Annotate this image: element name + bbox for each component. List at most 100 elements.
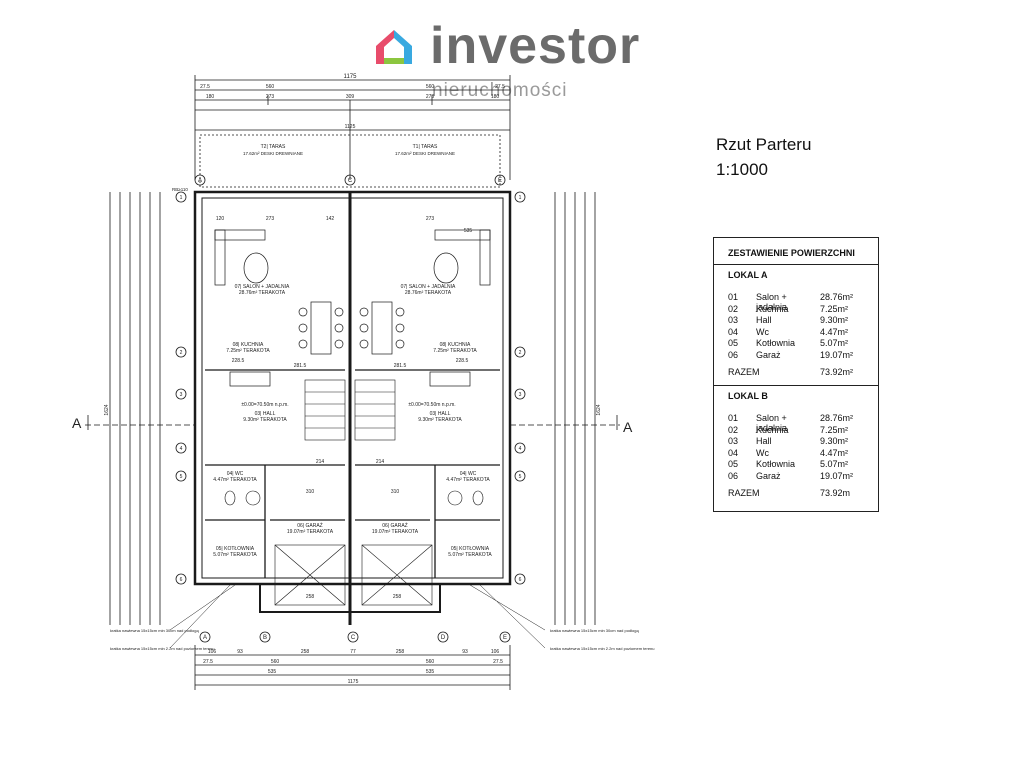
axes-top: A C E bbox=[194, 174, 506, 186]
svg-text:C: C bbox=[351, 635, 356, 641]
rooms-lokal-a: 07| SALON + JADALNIA 28.76m² TERAKOTA 08… bbox=[213, 284, 333, 558]
svg-text:03| HALL: 03| HALL bbox=[255, 411, 276, 417]
house-icon bbox=[376, 30, 412, 64]
logo-name: investor bbox=[430, 17, 641, 75]
svg-text:3: 3 bbox=[180, 392, 183, 398]
svg-text:5.07m² TERAKOTA: 5.07m² TERAKOTA bbox=[213, 552, 257, 558]
dim-top-e: 180 bbox=[206, 94, 215, 100]
section-markers: A A bbox=[72, 415, 633, 435]
terraces: T2| TARAS 17.62m² DESKI DREWNIANE T1| TA… bbox=[199, 134, 501, 188]
svg-text:04| WC: 04| WC bbox=[460, 471, 477, 477]
svg-text:1: 1 bbox=[180, 195, 183, 201]
svg-text:A: A bbox=[198, 178, 202, 184]
svg-text:535: 535 bbox=[426, 669, 435, 675]
axes-side: 1 2 3 4 5 6 1 2 3 4 5 6 bbox=[175, 191, 526, 585]
svg-text:6: 6 bbox=[180, 577, 183, 583]
svg-text:310: 310 bbox=[391, 489, 400, 495]
dim-top-b: 560 bbox=[266, 84, 275, 90]
svg-text:4: 4 bbox=[519, 446, 522, 452]
svg-text:06| GARAŻ: 06| GARAŻ bbox=[297, 522, 322, 529]
terrace-a-name: T2| TARAS bbox=[261, 144, 286, 150]
svg-text:kratka nawiewna 15x15cm min 2.: kratka nawiewna 15x15cm min 2.2m nad poz… bbox=[110, 646, 215, 651]
leader-lines bbox=[169, 584, 546, 649]
lokal-b-title: LOKAL B bbox=[728, 391, 768, 401]
svg-text:7.25m² TERAKOTA: 7.25m² TERAKOTA bbox=[226, 348, 270, 354]
dim-left-total: 1624 bbox=[104, 404, 110, 415]
svg-text:93: 93 bbox=[237, 649, 243, 655]
svg-text:06| GARAŻ: 06| GARAŻ bbox=[382, 522, 407, 529]
investor-logo: investor nieruchomości bbox=[372, 17, 662, 112]
terrace-a-detail: 17.62m² DESKI DREWNIANE bbox=[243, 151, 303, 156]
svg-text:281.5: 281.5 bbox=[294, 363, 307, 369]
svg-text:258: 258 bbox=[393, 594, 402, 600]
svg-text:3: 3 bbox=[519, 392, 522, 398]
dim-top-i: 180 bbox=[491, 94, 500, 100]
svg-text:258: 258 bbox=[301, 649, 310, 655]
floor-plan: 1175 27.5 560 560 27.5 180 273 309 273 1… bbox=[72, 74, 655, 690]
dim-top-h: 273 bbox=[426, 94, 435, 100]
svg-text:19.07m² TERAKOTA: 19.07m² TERAKOTA bbox=[287, 529, 334, 535]
dim-right-total: 1624 bbox=[596, 404, 602, 415]
svg-text:6: 6 bbox=[519, 577, 522, 583]
dim-top-a: 27.5 bbox=[200, 84, 210, 90]
svg-text:03| HALL: 03| HALL bbox=[430, 411, 451, 417]
top-dimensions: 1175 27.5 560 560 27.5 180 273 309 273 1… bbox=[194, 74, 511, 180]
wc-fixtures bbox=[224, 490, 484, 506]
svg-text:2: 2 bbox=[519, 350, 522, 356]
svg-text:5.07m² TERAKOTA: 5.07m² TERAKOTA bbox=[448, 552, 492, 558]
svg-text:kratka nawiewna 15x15cm min 2.: kratka nawiewna 15x15cm min 2.2m nad poz… bbox=[550, 646, 655, 651]
svg-text:B: B bbox=[263, 635, 267, 641]
svg-text:106: 106 bbox=[208, 649, 217, 655]
svg-text:08| KUCHNIA: 08| KUCHNIA bbox=[233, 342, 264, 348]
lokal-a-title: LOKAL A bbox=[728, 270, 768, 280]
svg-text:D: D bbox=[441, 635, 446, 641]
stairs bbox=[304, 379, 396, 441]
rooms-lokal-b: 07| SALON + JADALNIA 28.76m² TERAKOTA 08… bbox=[372, 284, 492, 558]
terrace-b-detail: 17.62m² DESKI DREWNIANE bbox=[395, 151, 455, 156]
elevation-mark: RB≥110 bbox=[172, 187, 188, 192]
dim-top-f: 273 bbox=[266, 94, 275, 100]
dim-top-g: 309 bbox=[346, 94, 355, 100]
svg-text:310: 310 bbox=[306, 489, 315, 495]
svg-text:535: 535 bbox=[464, 228, 473, 234]
svg-text:19.07m² TERAKOTA: 19.07m² TERAKOTA bbox=[372, 529, 419, 535]
svg-text:28.76m² TERAKOTA: 28.76m² TERAKOTA bbox=[405, 290, 452, 296]
svg-text:27.5: 27.5 bbox=[203, 659, 213, 665]
plan-title: Rzut Parteru 1:1000 bbox=[716, 132, 811, 182]
svg-text:kratka nawiewna 15x15cm min 30: kratka nawiewna 15x15cm min 30cm nad pod… bbox=[550, 628, 639, 633]
svg-text:7.25m² TERAKOTA: 7.25m² TERAKOTA bbox=[433, 348, 477, 354]
garages bbox=[274, 544, 433, 606]
dim-bottom-total: 1175 bbox=[348, 679, 359, 685]
svg-text:2: 2 bbox=[180, 350, 183, 356]
svg-text:08| KUCHNIA: 08| KUCHNIA bbox=[440, 342, 471, 348]
svg-text:560: 560 bbox=[426, 659, 435, 665]
svg-text:273: 273 bbox=[426, 216, 435, 222]
svg-text:07| SALON + JADALNIA: 07| SALON + JADALNIA bbox=[235, 284, 290, 290]
svg-text:05| KOTŁOWNIA: 05| KOTŁOWNIA bbox=[451, 546, 490, 552]
logo-tagline: nieruchomości bbox=[432, 80, 568, 101]
svg-text:07| SALON + JADALNIA: 07| SALON + JADALNIA bbox=[401, 284, 456, 290]
svg-text:258: 258 bbox=[396, 649, 405, 655]
svg-text:5: 5 bbox=[180, 474, 183, 480]
svg-text:4: 4 bbox=[180, 446, 183, 452]
svg-text:228.5: 228.5 bbox=[232, 358, 245, 364]
svg-text:228.5: 228.5 bbox=[456, 358, 469, 364]
svg-text:4.47m² TERAKOTA: 4.47m² TERAKOTA bbox=[446, 477, 490, 483]
svg-text:A: A bbox=[203, 635, 207, 641]
plan-title-line1: Rzut Parteru bbox=[716, 135, 812, 154]
svg-text:4.47m² TERAKOTA: 4.47m² TERAKOTA bbox=[213, 477, 257, 483]
inner-walls bbox=[205, 369, 500, 578]
outer-walls bbox=[193, 190, 512, 625]
